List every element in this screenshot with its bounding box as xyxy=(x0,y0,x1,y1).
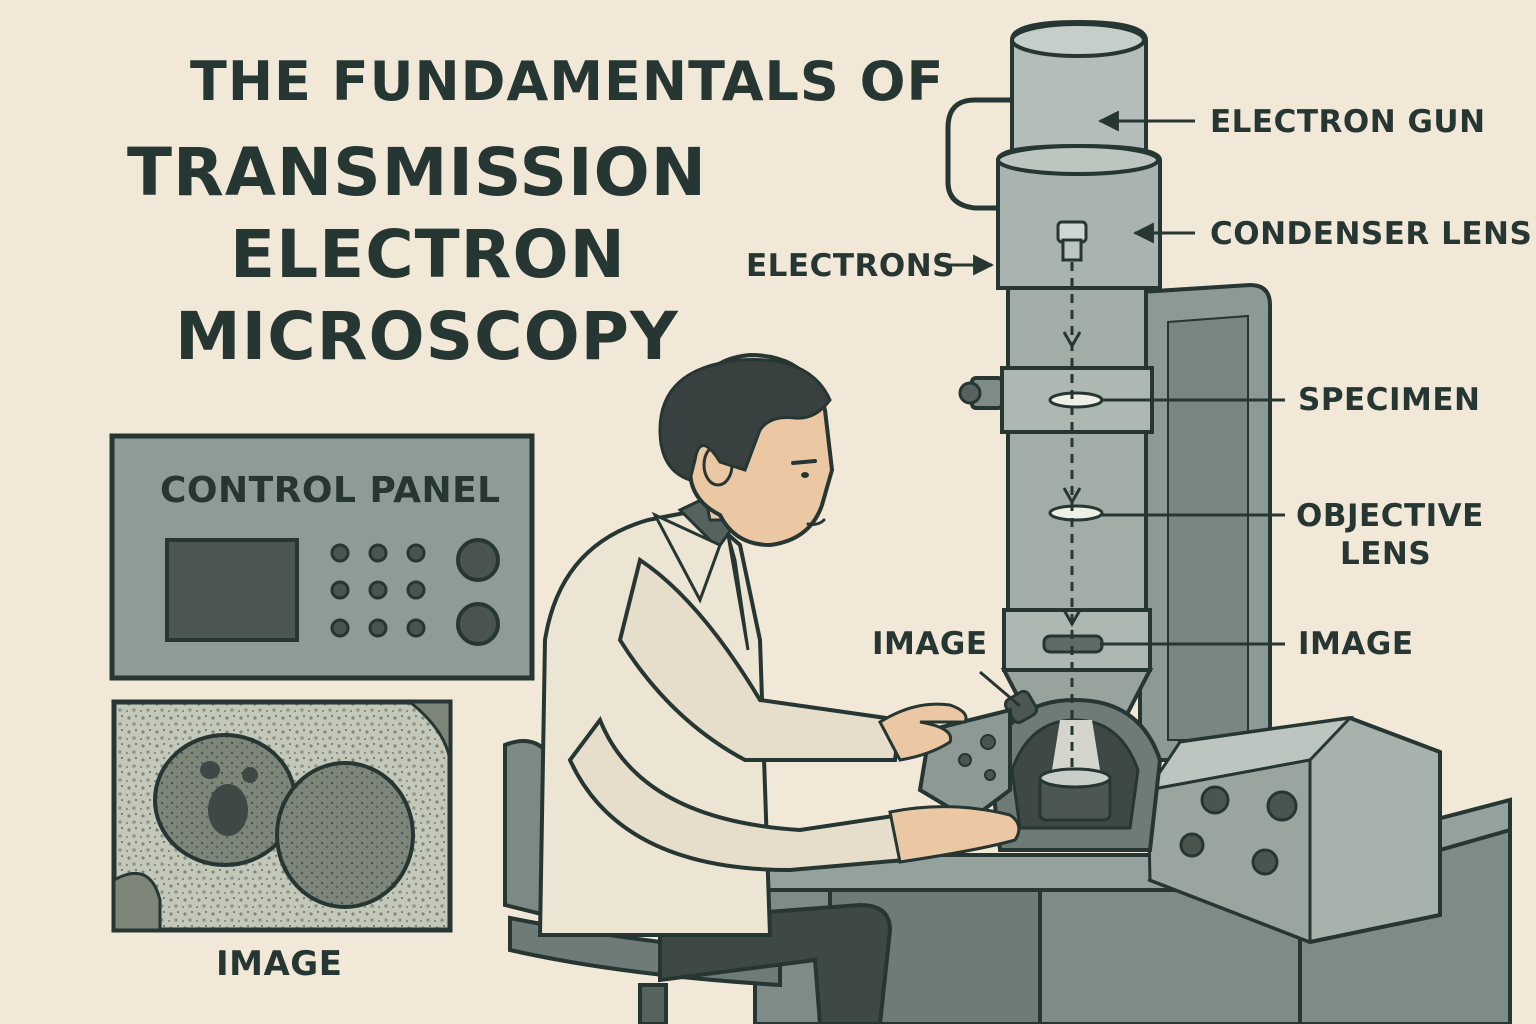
label-objective-lens-line2: LENS xyxy=(1340,536,1432,572)
title-line-3: ELECTRON xyxy=(230,216,626,293)
label-condenser-lens: CONDENSER LENS xyxy=(1210,216,1533,252)
title-line-2: TRANSMISSION xyxy=(127,134,707,211)
label-electron-gun: ELECTRON GUN xyxy=(1210,104,1486,140)
microscope-column xyxy=(945,19,1163,852)
title-line-1: THE FUNDAMENTALS OF xyxy=(190,50,945,113)
control-panel xyxy=(109,433,535,681)
title-line-4: MICROSCOPY xyxy=(175,298,679,375)
label-image-left: IMAGE xyxy=(872,626,988,662)
label-objective-lens-line1: OBJECTIVE xyxy=(1296,498,1484,534)
micrograph-caption: IMAGE xyxy=(216,944,343,984)
label-specimen: SPECIMEN xyxy=(1298,382,1481,418)
right-console xyxy=(1144,715,1442,945)
leader-lines xyxy=(940,110,1285,708)
label-image-right: IMAGE xyxy=(1298,626,1414,662)
label-electrons: ELECTRONS xyxy=(746,248,955,284)
micrograph xyxy=(111,699,453,933)
scientist xyxy=(503,352,1021,1024)
back-cabinet xyxy=(1138,282,1272,762)
control-panel-label: CONTROL PANEL xyxy=(160,470,501,511)
